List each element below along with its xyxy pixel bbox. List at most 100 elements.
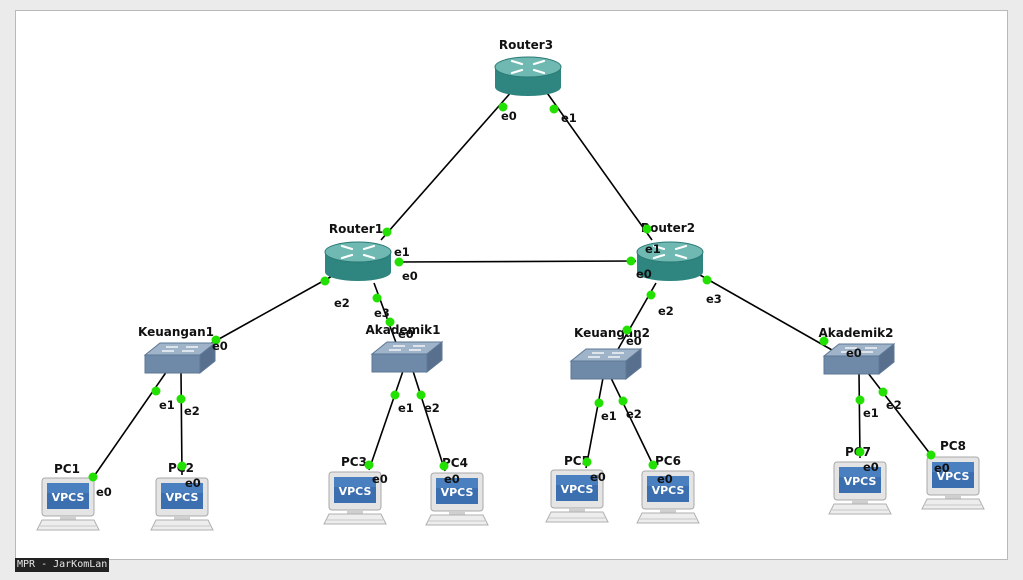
link-a2-pc8[interactable] (867, 372, 932, 456)
port-dot[interactable] (382, 227, 392, 237)
router-icon (324, 241, 392, 281)
link-a2-pc7[interactable] (858, 372, 861, 459)
port-dot[interactable] (176, 394, 186, 404)
port-dot[interactable] (320, 276, 330, 286)
port-label: e2 (334, 296, 350, 310)
port-label: e3 (706, 292, 722, 306)
port-dot[interactable] (626, 256, 636, 266)
port-dot[interactable] (855, 395, 865, 405)
port-label: e0 (934, 461, 950, 475)
port-label: e0 (185, 476, 201, 490)
vpcs-badge: VPCS (339, 485, 372, 498)
ports-layer: e0 e1 e1 e1 e0 e0 e2 e0 e3 e0 e2 e0 e3 e0 e1 e0 e2 e0 e1 e0… (88, 102, 950, 499)
port-label: e1 (159, 398, 175, 412)
port-dot[interactable] (622, 325, 632, 335)
port-dot[interactable] (646, 290, 656, 300)
port-label: e3 (374, 306, 390, 320)
port-label: e2 (658, 304, 674, 318)
vpcs-pc-icon: VPCS (150, 477, 214, 531)
node-router1[interactable]: Router1 (324, 222, 392, 281)
port-label: e1 (645, 242, 661, 256)
label-pc1: PC1 (54, 462, 80, 476)
port-label: e2 (626, 407, 642, 421)
port-dot[interactable] (702, 275, 712, 285)
port-dot[interactable] (642, 224, 652, 234)
port-dot[interactable] (372, 293, 382, 303)
label-pc6: PC6 (655, 454, 681, 468)
vpcs-badge: VPCS (52, 491, 85, 504)
port-dot[interactable] (151, 386, 161, 396)
port-dot[interactable] (618, 396, 628, 406)
port-label: e0 (501, 109, 517, 123)
port-dot[interactable] (439, 461, 449, 471)
label-akademik1: Akademik1 (365, 323, 440, 337)
port-dot[interactable] (549, 104, 559, 114)
port-dot[interactable] (855, 447, 865, 457)
vpcs-pc-icon: VPCS (425, 472, 489, 526)
link-r3-r2[interactable] (544, 89, 653, 241)
port-dot[interactable] (385, 317, 395, 327)
vpcs-badge: VPCS (441, 486, 474, 499)
link-a1-pc4[interactable] (412, 370, 446, 472)
port-dot[interactable] (926, 450, 936, 460)
link-r2-a2[interactable] (699, 274, 833, 351)
port-label: e0 (657, 472, 673, 486)
port-dot[interactable] (394, 257, 404, 267)
port-dot[interactable] (416, 390, 426, 400)
node-pc2[interactable]: VPCSPC2 (150, 461, 214, 531)
link-r1-r2[interactable] (394, 260, 637, 263)
node-pc3[interactable]: VPCS PC3 (323, 455, 387, 525)
port-label: e1 (561, 111, 577, 125)
node-keuangan2[interactable]: Keuangan2 (569, 326, 650, 381)
node-keuangan1[interactable]: Keuangan1 (138, 325, 217, 375)
label-pc3: PC3 (341, 455, 367, 469)
port-dot[interactable] (819, 336, 829, 346)
node-akademik1[interactable]: Akademik1 (365, 323, 444, 374)
port-dot[interactable] (88, 472, 98, 482)
link-k2-pc6[interactable] (610, 377, 656, 470)
link-a1-pc3[interactable] (368, 370, 404, 471)
node-router3[interactable]: Router3 (494, 38, 562, 96)
port-label: e0 (398, 327, 414, 341)
port-label: e1 (394, 245, 410, 259)
port-dot[interactable] (498, 102, 508, 112)
port-label: e0 (212, 339, 228, 353)
vpcs-badge: VPCS (561, 483, 594, 496)
node-akademik2[interactable]: Akademik2 (818, 326, 896, 376)
port-label: e2 (424, 401, 440, 415)
node-router2[interactable]: Router2 (636, 221, 704, 281)
port-label: e0 (402, 269, 418, 283)
label-router3: Router3 (499, 38, 553, 52)
port-label: e0 (96, 485, 112, 499)
switch-icon (569, 347, 643, 381)
port-label: e0 (444, 472, 460, 486)
switch-icon (143, 341, 217, 375)
port-dot[interactable] (177, 461, 187, 471)
link-k1-pc2[interactable] (180, 371, 183, 476)
port-label: e0 (372, 472, 388, 486)
vpcs-badge: VPCS (652, 484, 685, 497)
node-pc6[interactable]: VPCS PC6 (636, 454, 700, 524)
link-r3-r1[interactable] (380, 89, 514, 241)
vpcs-badge: VPCS (937, 470, 970, 483)
port-dot[interactable] (390, 390, 400, 400)
port-dot[interactable] (594, 398, 604, 408)
port-dot[interactable] (211, 335, 221, 345)
port-dot[interactable] (364, 460, 374, 470)
port-dot[interactable] (648, 460, 658, 470)
vpcs-pc-icon: VPCS (828, 461, 892, 515)
port-dot[interactable] (582, 457, 592, 467)
port-dot[interactable] (878, 387, 888, 397)
link-r1-k1[interactable] (209, 274, 335, 345)
vpcs-pc-icon: VPCS (545, 469, 609, 523)
switch-icon (370, 340, 444, 374)
vpcs-badge: VPCS (844, 475, 877, 488)
link-k2-pc5[interactable] (585, 377, 604, 469)
port-label: e1 (601, 409, 617, 423)
node-pc7[interactable]: VPCSPC7 (828, 445, 892, 515)
node-pc1[interactable]: VPCS PC1 (36, 462, 100, 531)
